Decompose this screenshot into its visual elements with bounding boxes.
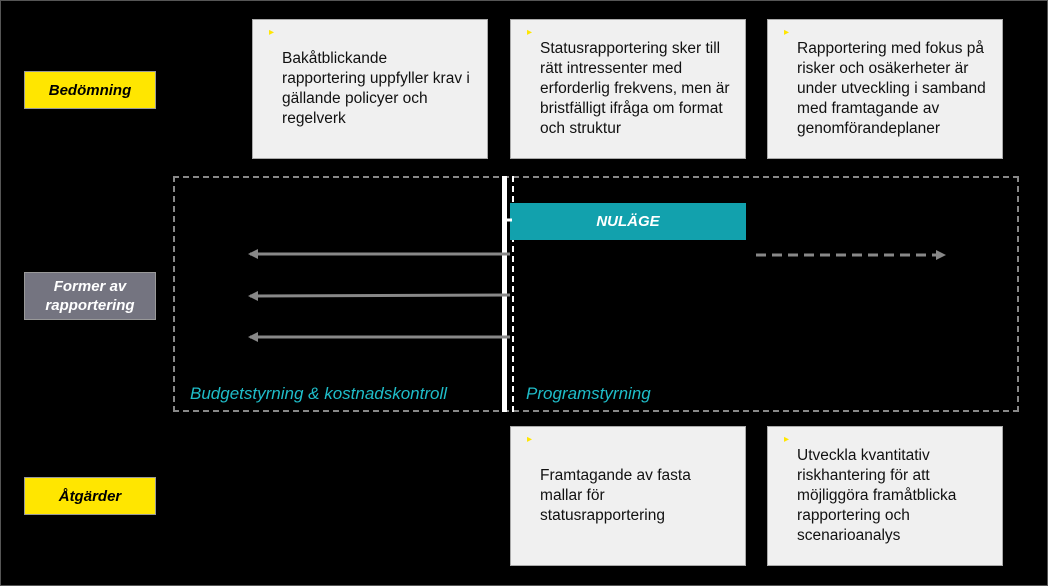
bullet-icon: ▸ bbox=[527, 434, 533, 445]
reporting-forms-region bbox=[173, 176, 1019, 412]
arrow-left-2 bbox=[248, 290, 511, 301]
current-state-divider-dashed bbox=[512, 176, 514, 412]
action-card-text: Framtagande av fasta mallar för statusra… bbox=[540, 467, 691, 524]
zone-label-left: Budgetstyrning & kostnadskontroll bbox=[190, 384, 448, 403]
assessment-card-3: ▸ Rapportering med fokus på risker och o… bbox=[767, 19, 1003, 159]
action-card-2: ▸ Utveckla kvantitativ riskhantering för… bbox=[767, 426, 1003, 566]
row-label-former: Former av rapportering bbox=[24, 272, 156, 320]
action-card-text: Utveckla kvantitativ riskhantering för a… bbox=[797, 447, 957, 544]
bullet-icon: ▸ bbox=[784, 434, 790, 445]
nulage-banner: NULÄGE bbox=[510, 203, 746, 240]
row-label-atgarder: Åtgärder bbox=[24, 477, 156, 515]
assessment-card-text: Statusrapportering sker till rätt intres… bbox=[540, 40, 730, 137]
assessment-card-text: Bakåtblickande rapportering uppfyller kr… bbox=[282, 50, 470, 127]
action-card-1: ▸ Framtagande av fasta mallar för status… bbox=[510, 426, 746, 566]
bullet-icon: ▸ bbox=[527, 27, 533, 38]
assessment-card-1: ▸ Bakåtblickande rapportering uppfyller … bbox=[252, 19, 488, 159]
row-label-bedomning: Bedömning bbox=[24, 71, 156, 109]
zone-label-right: Programstyrning bbox=[526, 384, 651, 403]
bullet-icon: ▸ bbox=[784, 27, 790, 38]
bullet-icon: ▸ bbox=[269, 27, 275, 38]
assessment-card-2: ▸ Statusrapportering sker till rätt intr… bbox=[510, 19, 746, 159]
assessment-card-text: Rapportering med fokus på risker och osä… bbox=[797, 40, 986, 137]
